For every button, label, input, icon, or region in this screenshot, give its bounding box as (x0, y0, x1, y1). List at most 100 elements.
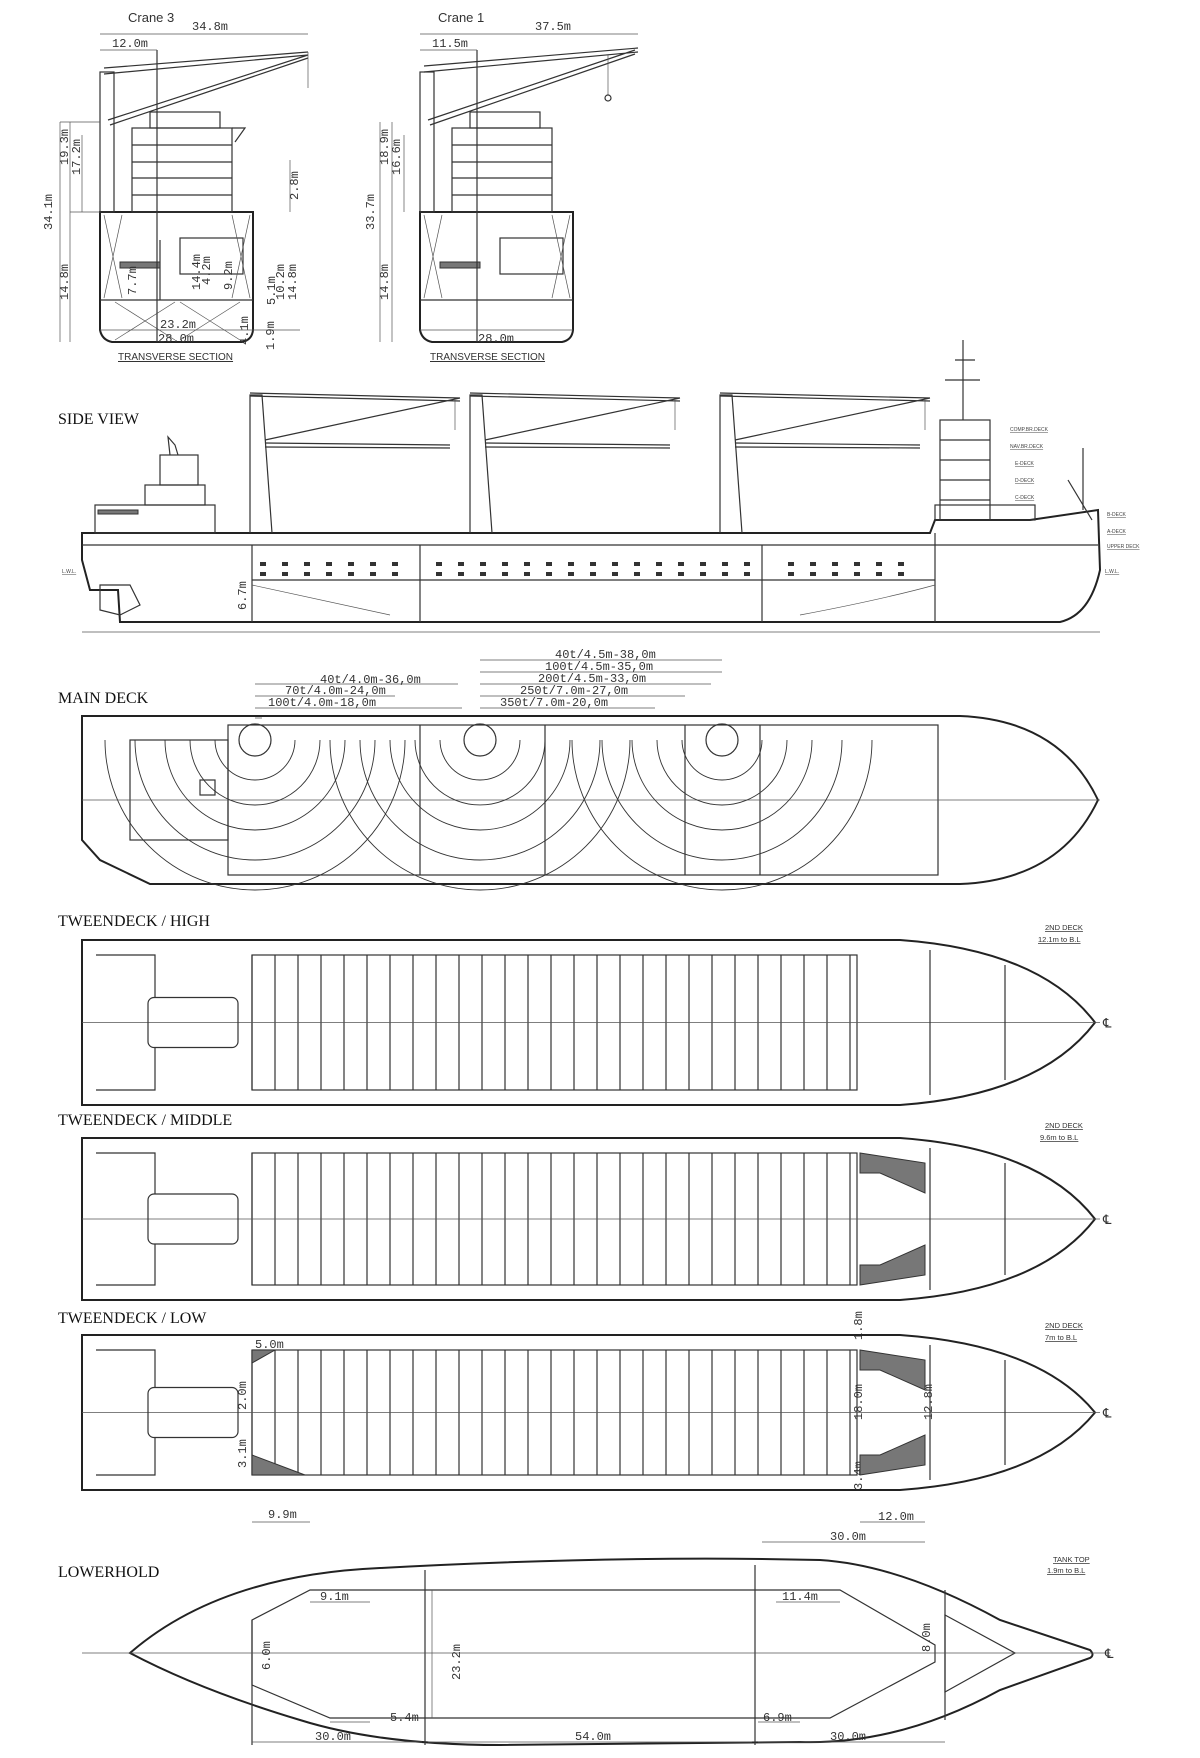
crane-boom (719, 392, 931, 449)
porthole (810, 572, 816, 576)
dim-d7: 7.7m (126, 266, 140, 295)
crane-radius-arc (571, 739, 873, 891)
crane-radius-arc (134, 739, 376, 861)
dim: 3.1m (236, 1439, 250, 1468)
porthole (788, 562, 794, 566)
porthole (304, 572, 310, 576)
crane-radius-arc (189, 739, 321, 806)
crane-radius-arc (359, 739, 601, 861)
section-title: TRANSVERSE SECTION (118, 352, 233, 363)
porthole (634, 562, 640, 566)
centerline-symbol: ℄ (1102, 1406, 1112, 1421)
crane-radius-arc (389, 739, 571, 831)
porthole (546, 562, 552, 566)
porthole (590, 572, 596, 576)
dim-d1: 14.4m (190, 254, 204, 290)
side-cranes (249, 392, 931, 534)
dim: 12.8m (922, 1384, 936, 1420)
porthole (260, 572, 266, 576)
porthole (260, 562, 266, 566)
porthole (436, 572, 442, 576)
aft-compartments (96, 1349, 156, 1476)
porthole (546, 572, 552, 576)
shaded-area (859, 1434, 926, 1476)
crane-radius-arcs (104, 723, 873, 891)
crane-pedestal (719, 394, 743, 534)
dim-h2: 17.2m (70, 139, 84, 175)
porthole (392, 562, 398, 566)
porthole (612, 562, 618, 566)
porthole (480, 562, 486, 566)
porthole (656, 572, 662, 576)
porthole (634, 572, 640, 576)
porthole (876, 572, 882, 576)
dim-d2: 4.2m (200, 256, 214, 285)
porthole (370, 572, 376, 576)
transverse-section-crane-3: Crane 3 34.8m 12.0m 34.1m 19.3m 17.2m 14… (42, 10, 309, 363)
porthole (700, 572, 706, 576)
porthole (722, 572, 728, 576)
deck-label-d: D-DECK (1015, 478, 1035, 484)
porthole (590, 562, 596, 566)
dim-outreach: 37.5m (535, 20, 571, 34)
porthole (854, 562, 860, 566)
porthole (722, 562, 728, 566)
porthole (282, 572, 288, 576)
porthole (348, 562, 354, 566)
radius-label: 100t/4.5m-35,0m (545, 660, 653, 674)
crane-pedestal (469, 394, 493, 534)
crane-radius-arc (104, 739, 406, 891)
porthole (282, 562, 288, 566)
tweendeck-low-title: TWEENDECK / LOW (58, 1310, 207, 1327)
porthole (568, 572, 574, 576)
porthole (832, 572, 838, 576)
dim-breadth: 28.0m (478, 332, 514, 346)
centerline-symbol: ℄ (1104, 1646, 1114, 1661)
crane-radius-arc (414, 739, 546, 806)
deck-height: 9.6m to B.L (1040, 1133, 1078, 1142)
dim-mast-offset: 11.5m (432, 37, 468, 51)
porthole (744, 572, 750, 576)
crane-radius-arc (329, 739, 631, 891)
dim-breadth: 28.0m (158, 332, 194, 346)
dim-d9: 1.9m (264, 321, 278, 350)
shaded-area (251, 1454, 306, 1476)
porthole (898, 572, 904, 576)
fwd-bulkheads (929, 1148, 1006, 1290)
dim: 9.9m (268, 1508, 297, 1522)
dim-d6: 14.8m (286, 264, 300, 300)
deck-name: 2ND DECK (1045, 923, 1083, 932)
dim: 2.0m (236, 1381, 250, 1410)
side-view-title: SIDE VIEW (58, 411, 140, 428)
porthole (612, 572, 618, 576)
dim-h2: 16.6m (390, 139, 404, 175)
porthole (436, 562, 442, 566)
porthole (524, 572, 530, 576)
porthole (304, 562, 310, 566)
dim: 9.1m (320, 1590, 349, 1604)
dim: 30.0m (315, 1730, 351, 1744)
section-title: TRANSVERSE SECTION (430, 352, 545, 363)
shaded-area (859, 1152, 926, 1194)
lwl-label-fwd: L.W.L. (1105, 569, 1119, 575)
hull-profile (81, 508, 1102, 623)
shaded-area (859, 1244, 926, 1286)
dim-6-7m: 6.7m (236, 581, 250, 610)
dim: 6.9m (763, 1711, 792, 1725)
crane-slewing-circle (705, 723, 739, 757)
dim: 30.0m (830, 1530, 866, 1544)
dim: 18.0m (852, 1384, 866, 1420)
porthole (854, 572, 860, 576)
shaded-area (251, 1349, 277, 1364)
dim-d5: 10.2m (274, 264, 288, 300)
porthole (876, 562, 882, 566)
hull-section (99, 211, 254, 343)
centerline-symbol: ℄ (1102, 1016, 1112, 1031)
porthole (370, 562, 376, 566)
porthole (458, 572, 464, 576)
dim-outreach: 34.8m (192, 20, 228, 34)
porthole (458, 562, 464, 566)
dim: 5.0m (255, 1338, 284, 1352)
crane-radius-arc (439, 739, 521, 781)
